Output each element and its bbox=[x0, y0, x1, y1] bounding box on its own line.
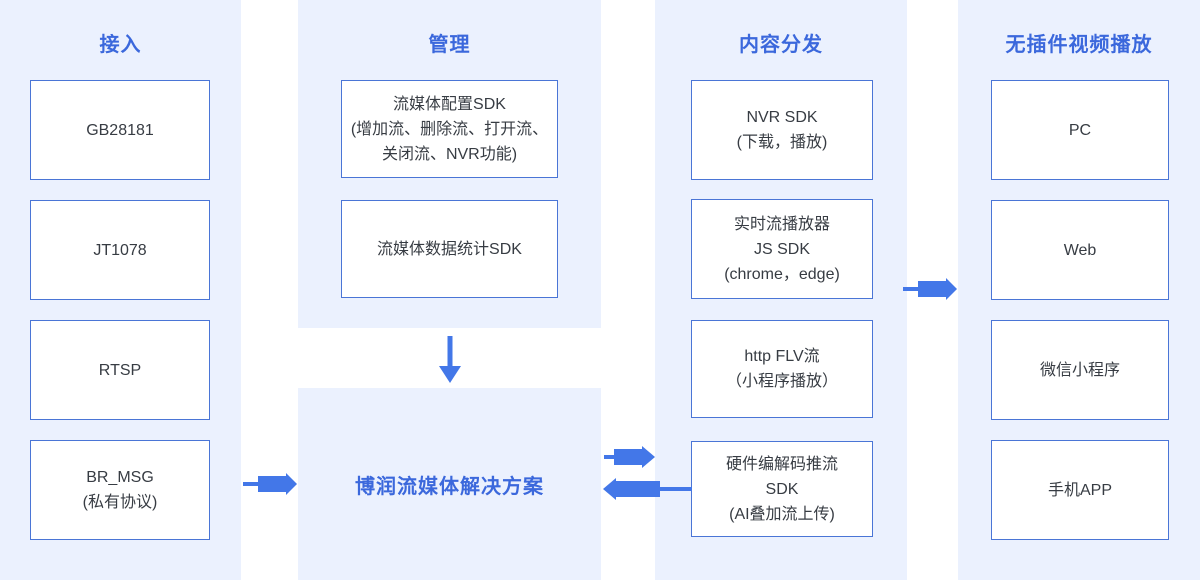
box-br-msg: BR_MSG (私有协议) bbox=[30, 440, 210, 540]
panel-distribution: 内容分发 NVR SDK (下载，播放) 实时流播放器 JS SDK (chro… bbox=[655, 0, 907, 580]
column-title-manage: 管理 bbox=[428, 34, 471, 56]
box-text: 手机APP bbox=[1047, 481, 1113, 499]
box-text: (增加流、删除流、打开流、 bbox=[350, 120, 549, 138]
column-title-access: 接入 bbox=[99, 34, 142, 56]
box-text: JS SDK bbox=[753, 240, 810, 258]
column-title-playback: 无插件视频播放 bbox=[1005, 34, 1153, 56]
box-http-flv: http FLV流 （小程序播放） bbox=[691, 320, 873, 418]
box-text: JT1078 bbox=[93, 241, 147, 259]
box-text: 流媒体配置SDK bbox=[393, 95, 506, 113]
box-rtsp: RTSP bbox=[30, 320, 210, 420]
box-stream-stats-sdk: 流媒体数据统计SDK bbox=[341, 200, 558, 298]
box-text: Web bbox=[1063, 241, 1097, 259]
box-text: 实时流播放器 bbox=[733, 215, 830, 233]
distribution-to-solution-arrow bbox=[603, 477, 692, 501]
box-text: SDK bbox=[765, 480, 799, 498]
box-hw-codec-push-sdk: 硬件编解码推流 SDK (AI叠加流上传) bbox=[691, 441, 873, 537]
box-mobile-app: 手机APP bbox=[991, 440, 1169, 540]
box-text: (chrome，edge) bbox=[724, 265, 840, 283]
box-pc: PC bbox=[991, 80, 1169, 180]
box-gb28181: GB28181 bbox=[30, 80, 210, 180]
distribution-to-playback-arrow bbox=[903, 277, 957, 301]
box-web: Web bbox=[991, 200, 1169, 300]
box-text: NVR SDK bbox=[746, 109, 818, 126]
panel-access: 接入 GB28181 JT1078 RTSP BR_MSG (私有协议) bbox=[0, 0, 241, 580]
box-text: BR_MSG bbox=[86, 469, 154, 486]
box-jt1078: JT1078 bbox=[30, 200, 210, 300]
box-wechat-miniprogram: 微信小程序 bbox=[991, 320, 1169, 420]
box-text: （小程序播放） bbox=[725, 373, 838, 390]
solution-to-distribution-arrow bbox=[604, 445, 655, 469]
box-text: http FLV流 bbox=[744, 348, 820, 365]
box-text: (AI叠加流上传) bbox=[729, 505, 835, 523]
panel-manage: 管理 流媒体配置SDK (增加流、删除流、打开流、 关闭流、NVR功能) 流媒体… bbox=[298, 0, 601, 328]
box-text: 硬件编解码推流 bbox=[725, 455, 838, 473]
box-text: (下载，播放) bbox=[736, 134, 828, 151]
access-to-solution-arrow bbox=[243, 472, 297, 496]
box-stream-config-sdk: 流媒体配置SDK (增加流、删除流、打开流、 关闭流、NVR功能) bbox=[341, 80, 558, 178]
column-title-distribution: 内容分发 bbox=[739, 34, 823, 56]
box-text: 微信小程序 bbox=[1039, 361, 1120, 379]
box-js-sdk-player: 实时流播放器 JS SDK (chrome，edge) bbox=[691, 199, 873, 299]
panel-solution: 博润流媒体解决方案 bbox=[298, 388, 601, 580]
box-text: 流媒体数据统计SDK bbox=[377, 240, 522, 258]
panel-playback: 无插件视频播放 PC Web 微信小程序 手机APP bbox=[958, 0, 1200, 580]
solution-title: 博润流媒体解决方案 bbox=[355, 475, 544, 498]
manage-to-solution-arrow bbox=[437, 336, 463, 383]
box-text: GB28181 bbox=[86, 121, 154, 139]
box-text: RTSP bbox=[98, 361, 142, 379]
box-text: (私有协议) bbox=[82, 494, 158, 511]
box-nvr-sdk: NVR SDK (下载，播放) bbox=[691, 80, 873, 180]
box-text: PC bbox=[1068, 121, 1092, 139]
box-text: 关闭流、NVR功能) bbox=[381, 145, 518, 163]
